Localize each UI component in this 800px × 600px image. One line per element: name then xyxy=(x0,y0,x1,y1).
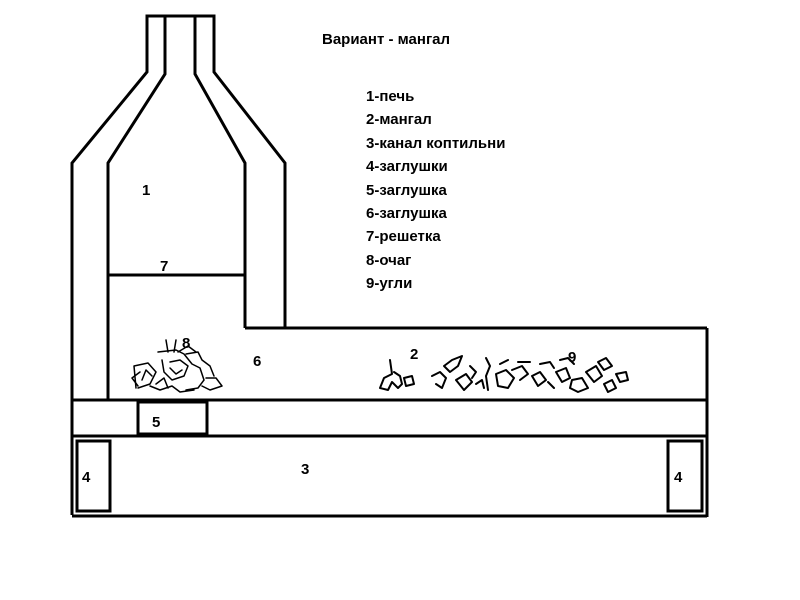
label-grate: 7 xyxy=(160,258,169,275)
legend-item: 1-печь xyxy=(366,88,415,105)
legend-item: 7-решетка xyxy=(366,228,441,246)
chimney-inner-right xyxy=(193,16,247,328)
plug-5-box xyxy=(136,400,209,436)
diagram-title: Вариант - мангал xyxy=(322,31,451,48)
legend-item: 5-заглушка xyxy=(366,181,447,199)
label-hearth: 8 xyxy=(182,335,191,352)
legend-item: 4-заглушки xyxy=(366,158,448,176)
label-plug-4-left: 4 xyxy=(82,469,91,486)
legend-item: 9-угли xyxy=(366,275,413,293)
chimney-inner-left xyxy=(106,16,167,400)
legend-list: 1-печь 2-мангал 3-канал коптильни 4-загл… xyxy=(366,88,506,300)
legend-item: 8-очаг xyxy=(366,251,412,269)
label-smoke-channel: 3 xyxy=(301,461,310,478)
label-plug-4-right: 4 xyxy=(674,469,683,486)
label-grill: 2 xyxy=(410,346,419,363)
legend-item: 2-мангал xyxy=(366,111,432,129)
label-oven: 1 xyxy=(142,182,151,199)
plug-4-right-box xyxy=(666,439,704,513)
label-plug-5: 5 xyxy=(152,414,161,431)
label-coals: 9 xyxy=(568,349,577,366)
legend-item: 3-канал коптильни xyxy=(366,134,506,152)
oven-structure xyxy=(70,14,709,518)
legend-item: 6-заглушка xyxy=(366,204,447,222)
label-plug-6: 6 xyxy=(253,353,262,370)
hearth-fire-scribble xyxy=(131,339,223,393)
chimney-outer-left xyxy=(70,14,287,515)
coals-scribble xyxy=(379,355,629,393)
plug-4-left-box xyxy=(75,439,112,513)
